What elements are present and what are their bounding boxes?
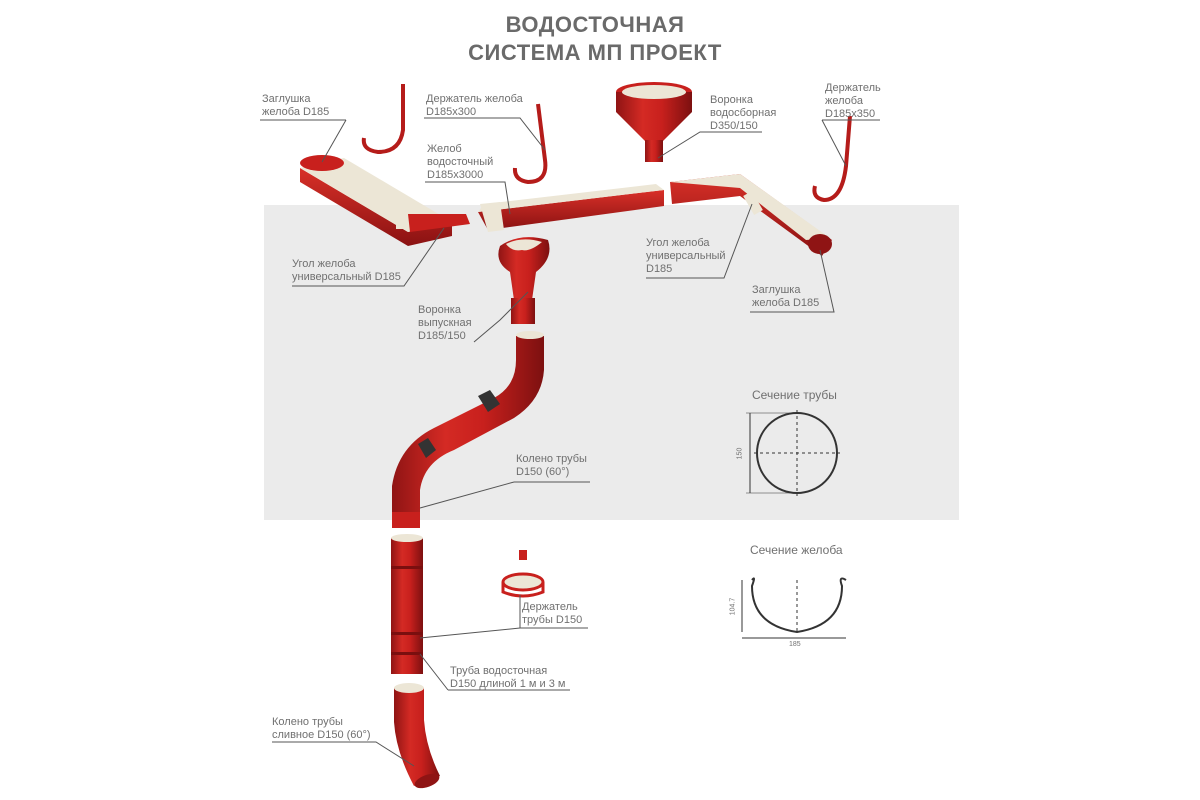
gutter-section-height: 104.7 [729, 597, 737, 616]
gutter-section-drawing [741, 577, 847, 639]
label-end-cap-left: Заглушка желоба D185 [262, 93, 330, 118]
label-outlet-funnel: Воронка выпускная D185/150 [418, 304, 472, 342]
label-end-cap-right: Заглушка желоба D185 [752, 284, 820, 309]
pipe-section-title: Сечение трубы [752, 388, 837, 402]
gutter-holder-350 [812, 115, 852, 203]
background-band [264, 205, 959, 520]
label-collector-funnel: Воронка водосборная D350/150 [710, 94, 777, 132]
drain-elbow [394, 683, 440, 789]
label-corner-left: Угол желоба универсальный D185 [292, 258, 401, 283]
diagram-title-line-1: ВОДОСТОЧНАЯ [505, 12, 685, 37]
leader-lines [260, 117, 880, 767]
label-gutter-holder-350: Держатель желоба D185x350 [825, 82, 881, 120]
label-corner-right: Угол желоба универсальный D185 [646, 237, 726, 275]
downpipe [391, 534, 423, 674]
gutter-main [478, 184, 664, 232]
label-pipe-holder: Держатель трубы D150 [522, 601, 583, 626]
upper-pipe-elbow [392, 331, 544, 528]
gutter-right-section [670, 174, 832, 256]
pipe-holder [501, 550, 545, 598]
label-gutter: Желоб водосточный D185x3000 [427, 143, 494, 181]
outlet-funnel [498, 237, 550, 324]
label-gutter-holder-300: Держатель желоба D185x300 [426, 93, 523, 118]
pipe-section-drawing [746, 410, 840, 496]
gutter-section-title: Сечение желоба [750, 543, 843, 557]
label-drain-elbow: Колено трубы сливное D150 (60°) [272, 716, 371, 741]
diagram-title-line-2: СИСТЕМА МП ПРОЕКТ [468, 40, 722, 65]
gutter-section-width: 185 [789, 641, 801, 648]
label-elbow: Колено трубы D150 (60°) [516, 453, 587, 478]
gutter-holder-300 [361, 84, 548, 185]
collector-funnel [616, 82, 692, 162]
label-downpipe: Труба водосточная D150 длиной 1 м и 3 м [450, 665, 566, 690]
pipe-section-dimension: 150 [736, 447, 744, 460]
